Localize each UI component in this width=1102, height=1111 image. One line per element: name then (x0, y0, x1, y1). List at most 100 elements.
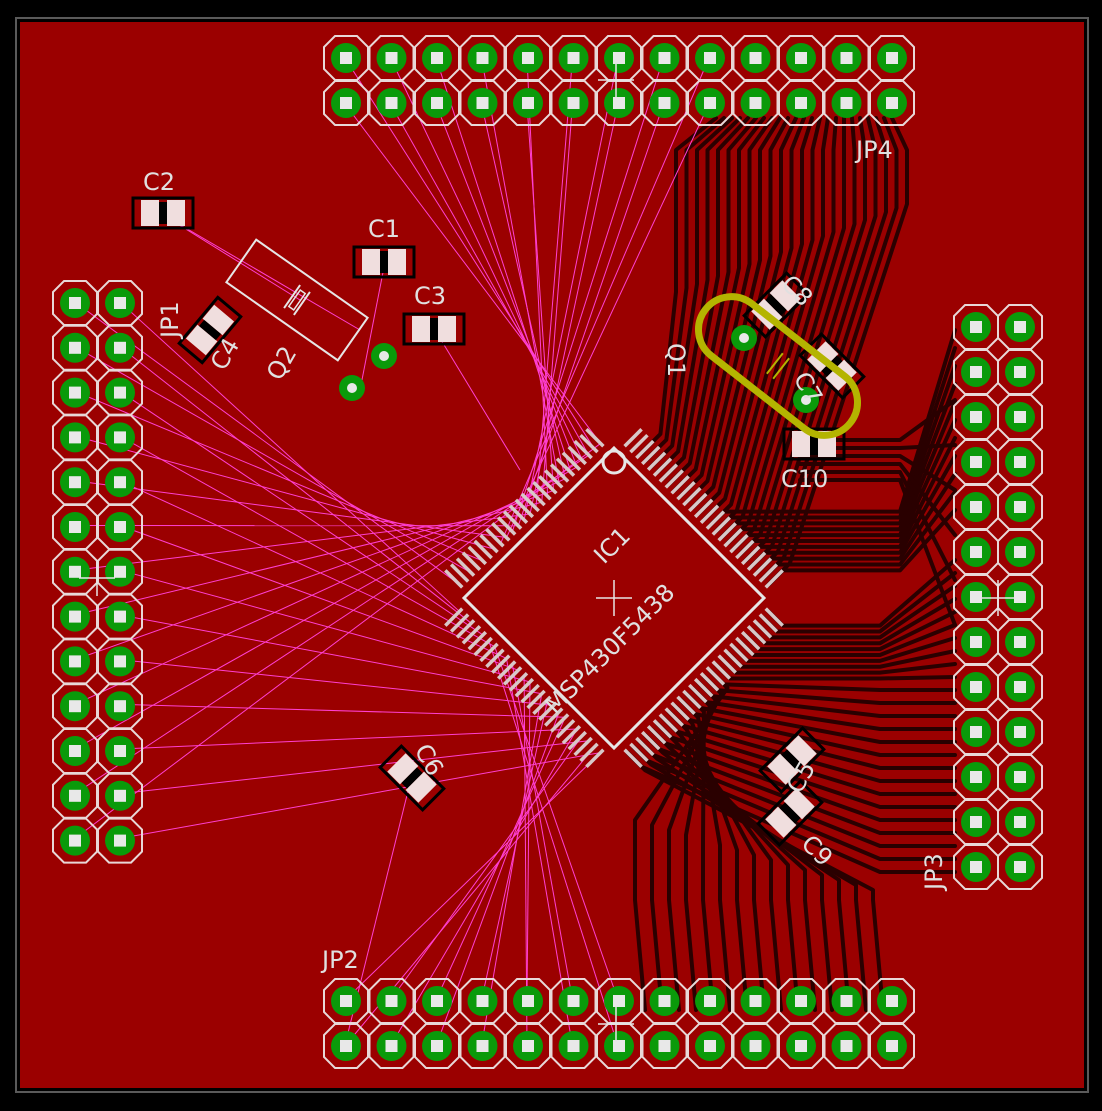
c9-part (756, 779, 824, 847)
header-hole (340, 52, 352, 64)
cap-pad (769, 280, 801, 312)
header-hole (840, 1040, 853, 1052)
jp1-header (52, 280, 143, 864)
ic1-pin (526, 486, 546, 507)
header-hole (476, 97, 489, 109)
header-hole (1014, 636, 1026, 648)
ic1-pin (646, 451, 667, 472)
airwire (119, 614, 542, 695)
header-outline (505, 80, 551, 126)
header-hole (970, 501, 982, 513)
cap-pad (185, 324, 218, 356)
q1-part (695, 293, 861, 439)
ic1-pin (746, 625, 767, 645)
header-hole (1014, 501, 1026, 513)
cap-pad (362, 249, 380, 275)
q1-hole (739, 333, 749, 343)
ic1-pin (764, 569, 784, 589)
airwire (74, 501, 542, 616)
airwire (359, 261, 386, 391)
cap-pad (765, 806, 797, 838)
airwire (435, 711, 560, 1047)
header-hole (795, 1040, 807, 1052)
header-hole (431, 995, 443, 1007)
ic1-pin (711, 516, 732, 536)
header-hole (613, 97, 625, 109)
header-outline (869, 80, 915, 126)
header-hole (431, 1040, 443, 1052)
header-hole (431, 52, 443, 64)
header-hole (114, 610, 126, 623)
ic1-pin (555, 457, 576, 477)
ic1-pin (652, 719, 673, 739)
header-hole (749, 97, 762, 109)
ic1-pin (467, 545, 488, 566)
cap-pad (792, 431, 810, 457)
header-hole (749, 995, 762, 1007)
header-hole (970, 366, 982, 378)
ic1-pin (479, 642, 499, 663)
ic1-pin (623, 748, 643, 768)
airwire (119, 480, 507, 659)
airwire (119, 346, 472, 624)
header-outline (596, 80, 642, 126)
ic1-pin (705, 510, 726, 530)
airwire (119, 569, 531, 683)
header-outline (823, 1023, 870, 1069)
ic1-pin (455, 557, 476, 577)
ic1-pin (740, 545, 761, 566)
c1-part (352, 245, 416, 279)
header-hole (840, 52, 853, 64)
header-outline (323, 1023, 369, 1069)
header-hole (340, 97, 352, 109)
header-hole (69, 521, 81, 533)
ic1-pin (567, 445, 587, 466)
jp2-header (323, 978, 915, 1069)
cap-pad (388, 249, 406, 275)
header-hole (970, 456, 982, 468)
header-hole (114, 834, 126, 847)
header-hole (385, 52, 398, 64)
header-outline (323, 80, 369, 126)
header-hole (613, 52, 625, 64)
header-hole (340, 1040, 352, 1052)
ic1-pin (729, 533, 749, 554)
ic1-pin (449, 613, 470, 633)
airwire (119, 525, 519, 671)
c1-label: C1 (368, 215, 400, 243)
cap-body (810, 433, 818, 455)
airwire (159, 212, 361, 331)
header-hole (522, 995, 534, 1007)
airwire (344, 103, 601, 444)
ic1-pin (723, 528, 743, 548)
ic1-pin (746, 551, 767, 571)
header-hole (795, 995, 807, 1007)
trace (637, 116, 718, 458)
airwire (119, 390, 484, 636)
ic1-pin (688, 492, 708, 513)
header-outline (687, 1023, 733, 1069)
cap-pad (405, 771, 437, 803)
q2-hole (347, 383, 357, 393)
ic1-pin (479, 533, 499, 554)
header-hole (567, 97, 580, 109)
pin1-marker (601, 449, 627, 475)
ic1-pin (658, 463, 679, 483)
header-hole (69, 476, 81, 489)
cap-pad (387, 753, 419, 785)
ic1-pin (579, 433, 599, 454)
trace (798, 478, 957, 627)
ic1-pin (538, 701, 558, 721)
airwire (434, 329, 521, 471)
header-outline (997, 844, 1043, 890)
ic1-pin (752, 619, 773, 639)
header-hole (114, 655, 126, 668)
ic1-pin (444, 569, 464, 589)
header-outline (459, 1023, 506, 1069)
header-outline (414, 80, 460, 126)
header-hole (749, 52, 762, 64)
header-hole (476, 1040, 489, 1052)
header-outline (368, 1023, 415, 1069)
ic1-pin (688, 683, 708, 704)
ic1-pin (555, 719, 576, 739)
